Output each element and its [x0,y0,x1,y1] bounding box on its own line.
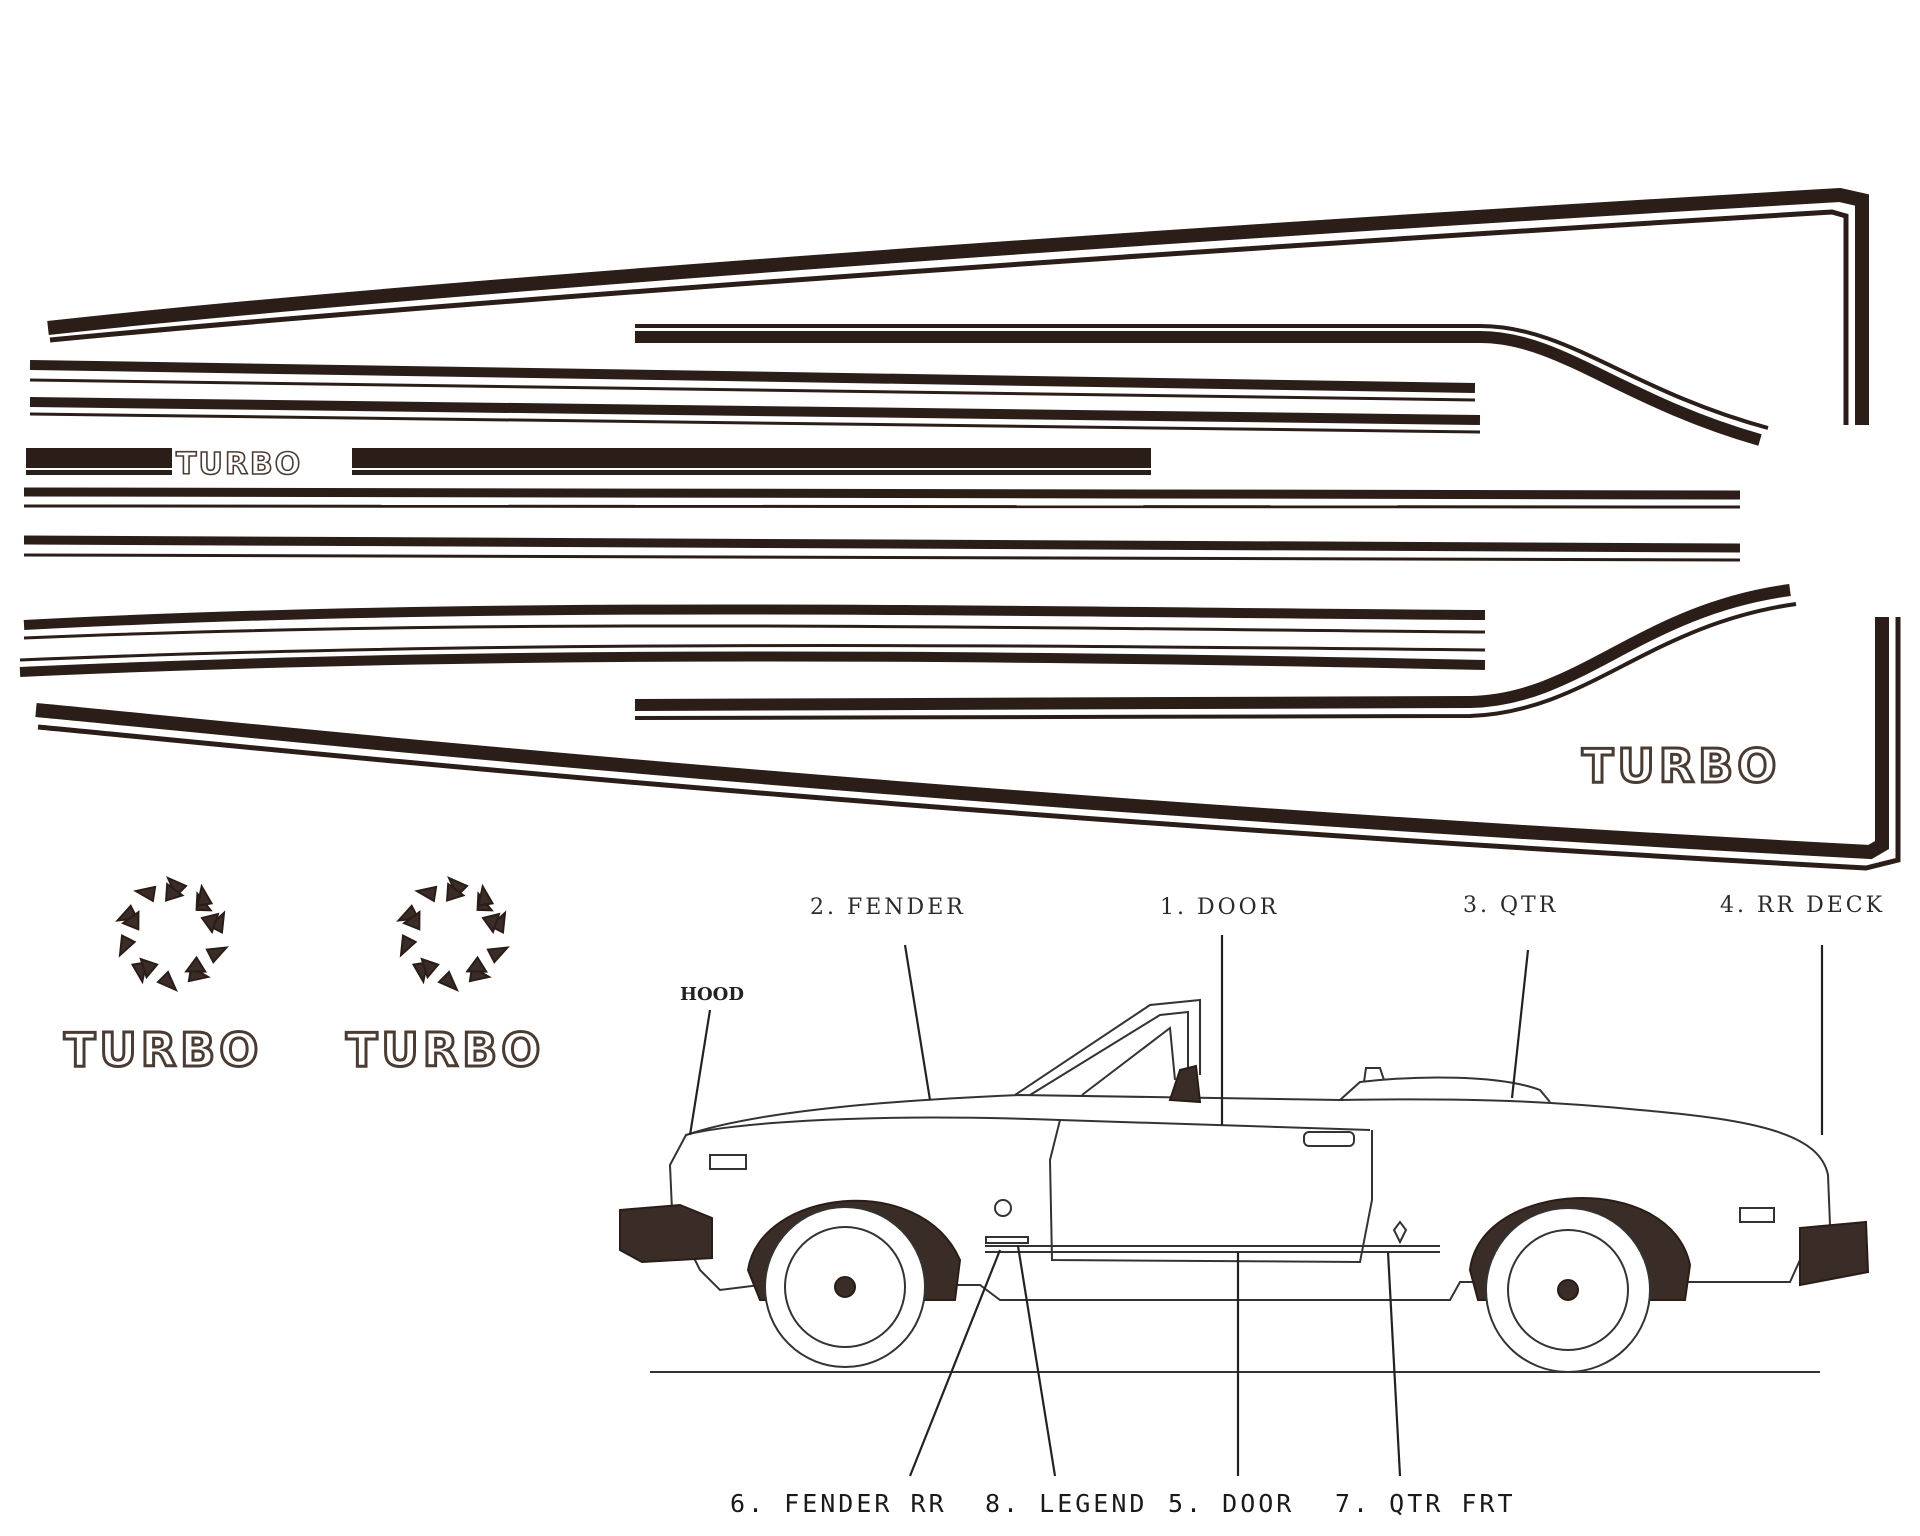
callout-door-lower: 5. DOOR [1168,1489,1294,1518]
door-stripes [23,487,1741,562]
qtr-stripe-lower [634,584,1797,720]
callout-fender: 2. FENDER [810,895,966,920]
logo-left: TURBO [63,876,262,1079]
stripe-kit: TURBO TURBO [19,187,1901,871]
rr-deck-stripe-upper [47,187,1869,425]
turbo-emblem-right: TURBO [346,1023,544,1077]
hood-label: HOOD [680,984,744,1005]
pinwheel-arrow-logo-icon [394,877,512,991]
turbo-legend-stripe-text: TURBO [176,447,302,482]
logo-right: TURBO [345,877,544,1079]
callout-qtr-frt: 7. QTR FRT [1335,1489,1516,1518]
callout-qtr: 3. QTR [1463,893,1558,918]
callout-rr-deck: 4. RR DECK [1720,893,1885,918]
callout-door: 1. DOOR [1160,895,1279,920]
turbo-emblem-rear: TURBO [1582,739,1780,793]
callout-fender-rr: 6. FENDER RR [730,1489,947,1518]
fender-stripes-upper [29,360,1481,434]
car-side-illustration [619,998,1870,1373]
callout-legend: 8. LEGEND [985,1489,1147,1518]
pinwheel-arrow-logo-icon [115,876,229,992]
turbo-emblem-left: TURBO [64,1023,262,1077]
fender-stripes-lower [19,604,1486,677]
rr-deck-stripe-lower [35,617,1901,871]
legend-stripe: TURBO [26,446,1151,483]
qtr-stripe-upper [635,324,1769,446]
callouts: HOOD 2. FENDER 1. DOOR 3. QTR 4. RR DECK… [680,893,1885,1518]
